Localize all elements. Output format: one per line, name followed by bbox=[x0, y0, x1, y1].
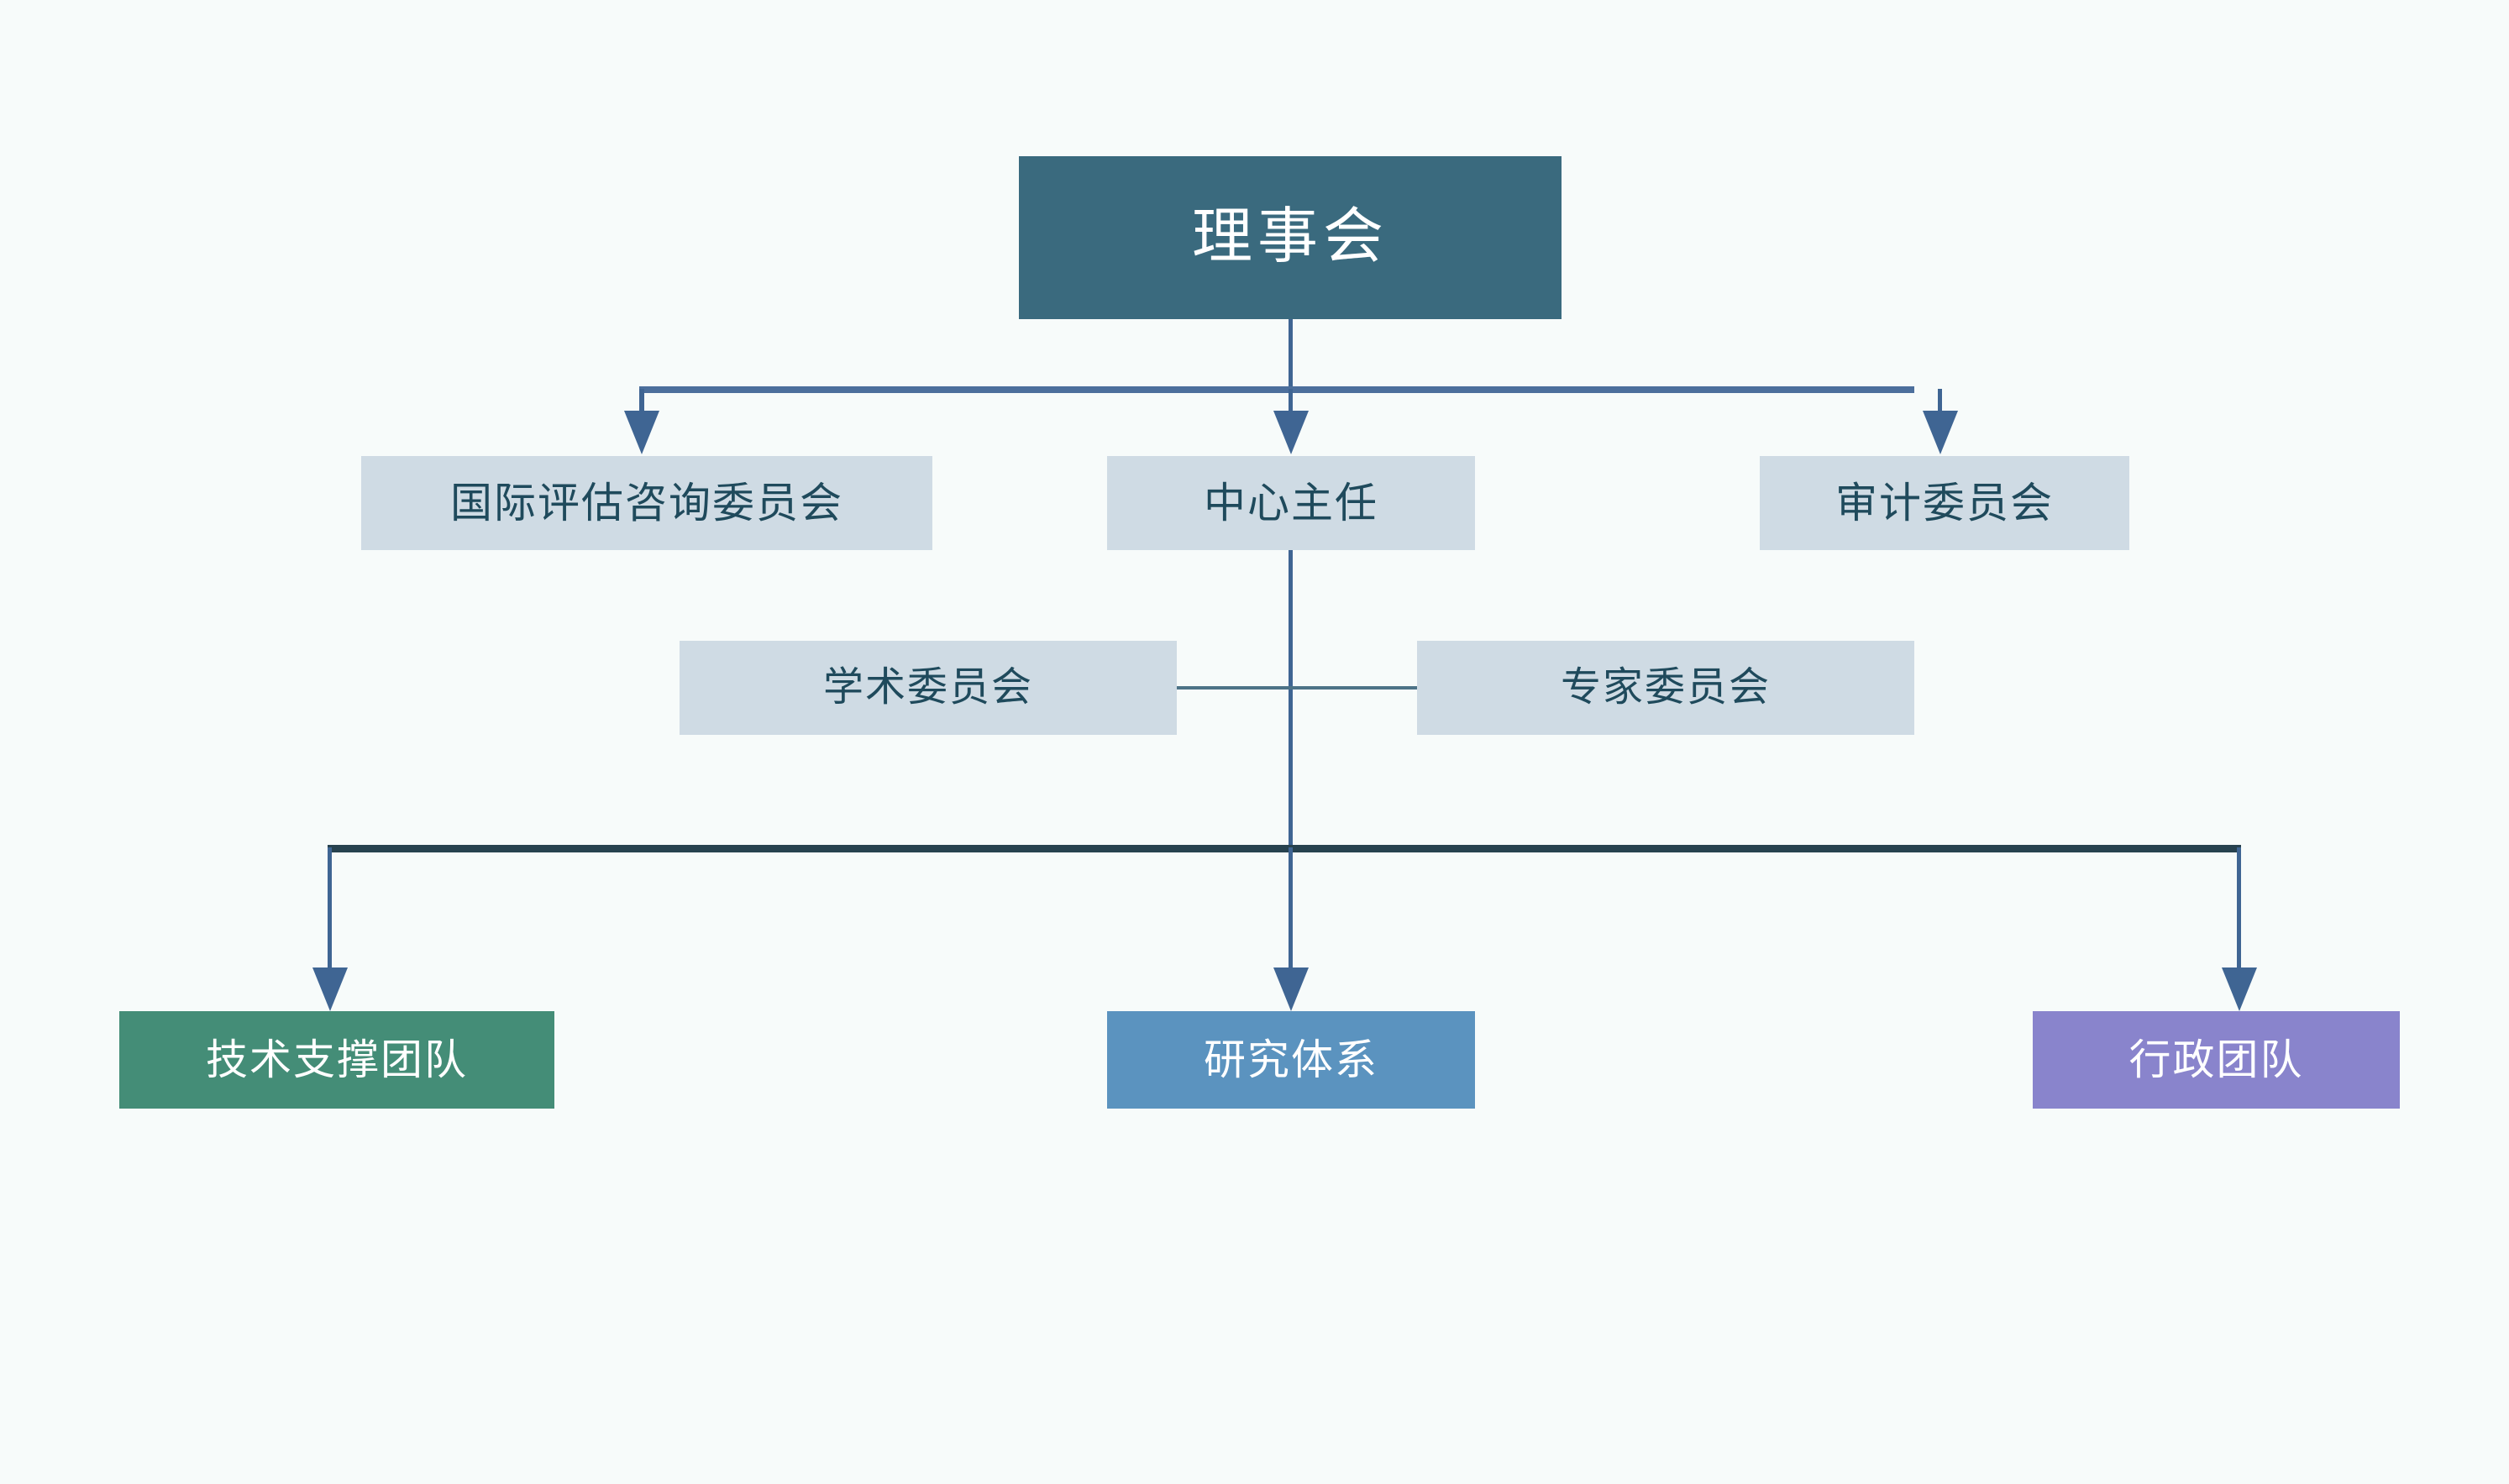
node-international-evaluation-advisory-committee[interactable]: 国际评估咨询委员会 bbox=[361, 456, 932, 550]
arrowhead-intl-advisory bbox=[624, 411, 659, 454]
arrowhead-admin-team bbox=[2222, 967, 2257, 1011]
connector-shaft-tech-team bbox=[328, 847, 332, 967]
node-administrative-team-label: 行政团队 bbox=[2128, 1036, 2304, 1083]
arrowhead-director bbox=[1273, 411, 1309, 454]
node-audit-committee[interactable]: 审计委员会 bbox=[1760, 456, 2129, 550]
arrowhead-tech-team bbox=[312, 967, 348, 1011]
arrowhead-research bbox=[1273, 967, 1309, 1011]
node-technical-support-team[interactable]: 技术支撑团队 bbox=[119, 1011, 554, 1109]
node-research-system[interactable]: 研究体系 bbox=[1107, 1011, 1475, 1109]
connector-director-spine bbox=[1289, 550, 1293, 849]
node-research-system-label: 研究体系 bbox=[1204, 1036, 1378, 1083]
node-academic-committee[interactable]: 学术委员会 bbox=[680, 641, 1177, 735]
node-technical-support-team-label: 技术支撑团队 bbox=[206, 1036, 468, 1083]
node-board-of-directors-label: 理事会 bbox=[1191, 203, 1388, 271]
connector-shaft-admin-team bbox=[2237, 847, 2241, 967]
connector-upper-distribution-bar bbox=[639, 386, 1914, 393]
connector-shaft-audit bbox=[1938, 389, 1942, 412]
connector-academic-expert-link bbox=[1177, 686, 1417, 690]
node-board-of-directors[interactable]: 理事会 bbox=[1019, 156, 1562, 319]
arrowhead-audit bbox=[1923, 411, 1958, 454]
node-academic-committee-label: 学术委员会 bbox=[822, 664, 1033, 710]
node-center-director[interactable]: 中心主任 bbox=[1107, 456, 1475, 550]
node-expert-committee-label: 专家委员会 bbox=[1560, 664, 1771, 710]
connector-board-stem bbox=[1289, 319, 1293, 393]
node-expert-committee[interactable]: 专家委员会 bbox=[1417, 641, 1914, 735]
connector-shaft-research bbox=[1289, 847, 1293, 967]
node-center-director-label: 中心主任 bbox=[1204, 479, 1378, 527]
connector-shaft-director bbox=[1289, 389, 1293, 412]
connector-lower-distribution-bar bbox=[328, 845, 2241, 852]
node-administrative-team[interactable]: 行政团队 bbox=[2033, 1011, 2400, 1109]
node-international-evaluation-advisory-committee-label: 国际评估咨询委员会 bbox=[450, 479, 843, 527]
node-audit-committee-label: 审计委员会 bbox=[1835, 479, 2054, 527]
connector-shaft-intl-advisory-main bbox=[639, 389, 644, 412]
